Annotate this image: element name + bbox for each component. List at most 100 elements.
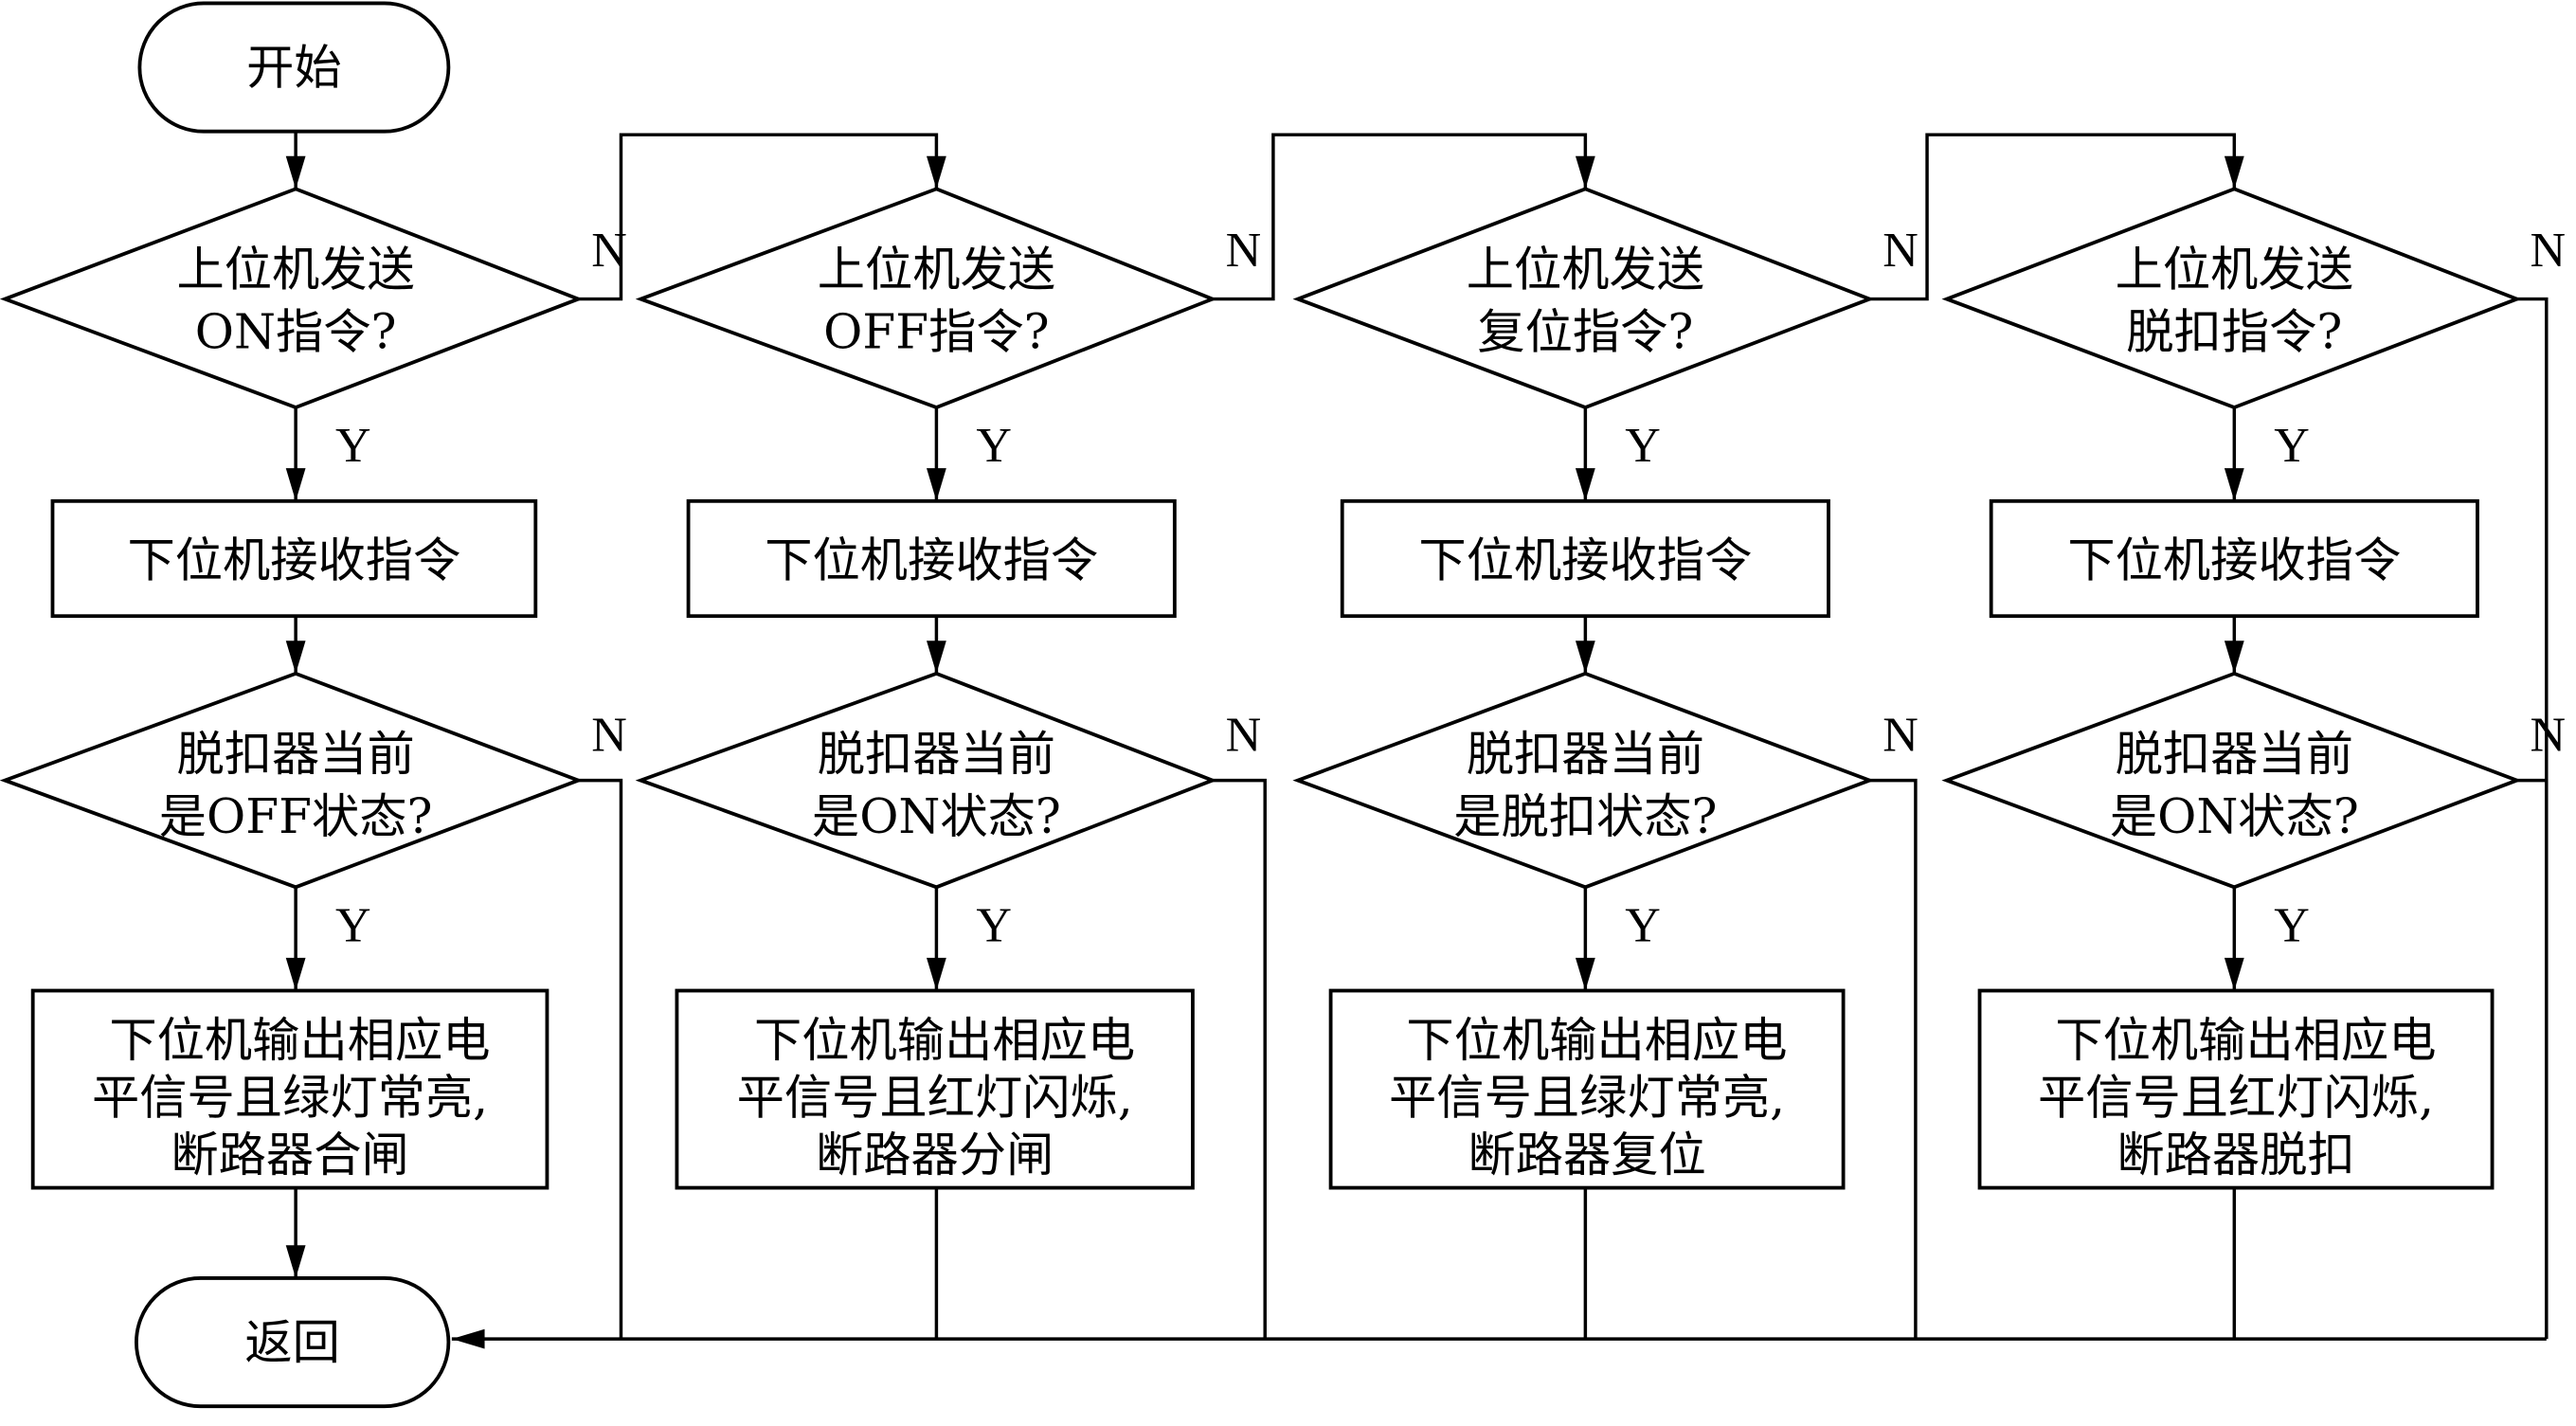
action-text: 平信号且红灯闪烁,: [2038, 1070, 2434, 1126]
connector-no: [2516, 778, 2549, 1340]
yes-label: Y: [976, 419, 1012, 473]
action-box: [1977, 988, 2495, 1190]
yes-label: Y: [1625, 899, 1661, 953]
yes-label: Y: [2274, 899, 2310, 953]
no-label: N: [1882, 224, 1918, 278]
no-label: N: [1226, 224, 1262, 278]
receive-command-text: 下位机接收指令: [2067, 532, 2401, 588]
receive-command-box: [1989, 498, 2479, 619]
action-text: 下位机输出相应电: [1406, 1012, 1787, 1068]
no-label: N: [2530, 224, 2566, 278]
return-terminal: [135, 1276, 451, 1409]
arrowhead-down-icon: [2224, 468, 2244, 501]
command-check-decision: [0, 187, 584, 410]
action-text: 平信号且绿灯常亮,: [1389, 1070, 1785, 1126]
state-check-text: 是脱扣状态?: [1453, 788, 1717, 844]
state-check-text: 是ON状态?: [2110, 788, 2359, 844]
shapes: 开始 返回: [135, 1, 451, 1409]
command-check-text: 上位机发送: [818, 242, 1055, 298]
arrowhead-down-icon: [285, 957, 306, 991]
receive-command-text: 下位机接收指令: [1418, 532, 1752, 588]
no-label: N: [591, 224, 627, 278]
return-label: 返回: [244, 1314, 340, 1370]
receive-command-text: 下位机接收指令: [765, 532, 1098, 588]
no-label: N: [1882, 708, 1918, 762]
yes-label: Y: [335, 419, 371, 473]
action-text: 断路器复位: [1468, 1127, 1705, 1182]
arrowhead-down-icon: [2224, 957, 2244, 991]
action-text: 断路器分闸: [816, 1127, 1054, 1182]
arrowhead-down-icon: [927, 641, 946, 674]
arrowhead-down-icon: [285, 641, 306, 674]
command-check-text: 上位机发送: [1467, 242, 1704, 298]
arrowhead-down-icon: [285, 1245, 306, 1278]
yes-label: Y: [2274, 419, 2310, 473]
command-check-text: 复位指令?: [1477, 304, 1693, 360]
arrowhead-down-icon: [2224, 641, 2244, 674]
command-check-decision: [1292, 187, 1875, 410]
connectors: [285, 131, 2549, 1349]
yes-label: Y: [976, 899, 1012, 953]
receive-command-box: [50, 498, 538, 619]
action-text: 下位机输出相应电: [754, 1012, 1135, 1068]
command-check-decision: [635, 187, 1217, 410]
no-label: N: [2530, 708, 2566, 762]
state-check-text: 脱扣器当前: [176, 726, 414, 782]
connector-no: [1212, 778, 1267, 1340]
action-text: 断路器合闸: [171, 1127, 408, 1182]
receive-command-box: [686, 498, 1177, 619]
arrowhead-down-icon: [2224, 155, 2244, 190]
arrowhead-down-icon: [1575, 155, 1595, 190]
start-label: 开始: [246, 39, 342, 95]
connector-no: [1869, 778, 1918, 1340]
arrowhead-down-icon: [927, 957, 946, 991]
connector-no: [578, 778, 623, 1340]
arrowhead-down-icon: [285, 155, 306, 190]
arrowhead-down-icon: [1575, 641, 1595, 674]
action-text: 平信号且绿灯常亮,: [92, 1070, 488, 1126]
columns: 上位机发送ON指令?Y下位机接收指令脱扣器当前是OFF状态?Y下位机输出相应电平…: [0, 187, 2566, 1190]
arrowhead-down-icon: [1575, 468, 1595, 501]
arrowhead-left-icon: [451, 1328, 485, 1349]
command-check-decision: [1941, 187, 2522, 410]
state-check-decision: [0, 671, 584, 890]
yes-label: Y: [1625, 419, 1661, 473]
action-text: 下位机输出相应电: [109, 1012, 490, 1068]
state-check-text: 脱扣器当前: [1467, 726, 1704, 782]
state-check-decision: [1941, 671, 2522, 890]
connector-no: [578, 133, 939, 301]
command-check-text: 上位机发送: [2116, 242, 2353, 298]
arrowhead-down-icon: [927, 155, 946, 190]
yes-label: Y: [335, 899, 371, 953]
no-label: N: [1226, 708, 1262, 762]
no-label: N: [591, 708, 627, 762]
state-check-decision: [635, 671, 1218, 890]
state-check-text: 脱扣器当前: [818, 726, 1055, 782]
state-check-decision: [1292, 671, 1875, 890]
connector-no: [2516, 297, 2549, 1340]
action-text: 断路器脱扣: [2117, 1127, 2354, 1182]
state-check-text: 脱扣器当前: [2116, 726, 2353, 782]
command-check-text: 脱扣指令?: [2126, 304, 2342, 360]
action-box: [675, 988, 1195, 1190]
action-text: 下位机输出相应电: [2055, 1012, 2436, 1068]
receive-command-text: 下位机接收指令: [127, 532, 460, 588]
action-box: [1328, 988, 1846, 1190]
command-check-text: OFF指令?: [823, 304, 1049, 360]
receive-command-box: [1340, 498, 1830, 619]
action-text: 平信号且红灯闪烁,: [737, 1070, 1133, 1126]
connector-no: [1212, 133, 1588, 301]
arrowhead-down-icon: [285, 468, 306, 501]
command-check-text: ON指令?: [195, 304, 397, 360]
state-check-text: 是OFF状态?: [159, 788, 433, 844]
connector-no: [1869, 133, 2237, 301]
arrowhead-down-icon: [927, 468, 946, 501]
arrowhead-down-icon: [1575, 957, 1595, 991]
state-check-text: 是ON状态?: [812, 788, 1061, 844]
command-check-text: 上位机发送: [176, 242, 414, 298]
action-box: [30, 988, 549, 1190]
